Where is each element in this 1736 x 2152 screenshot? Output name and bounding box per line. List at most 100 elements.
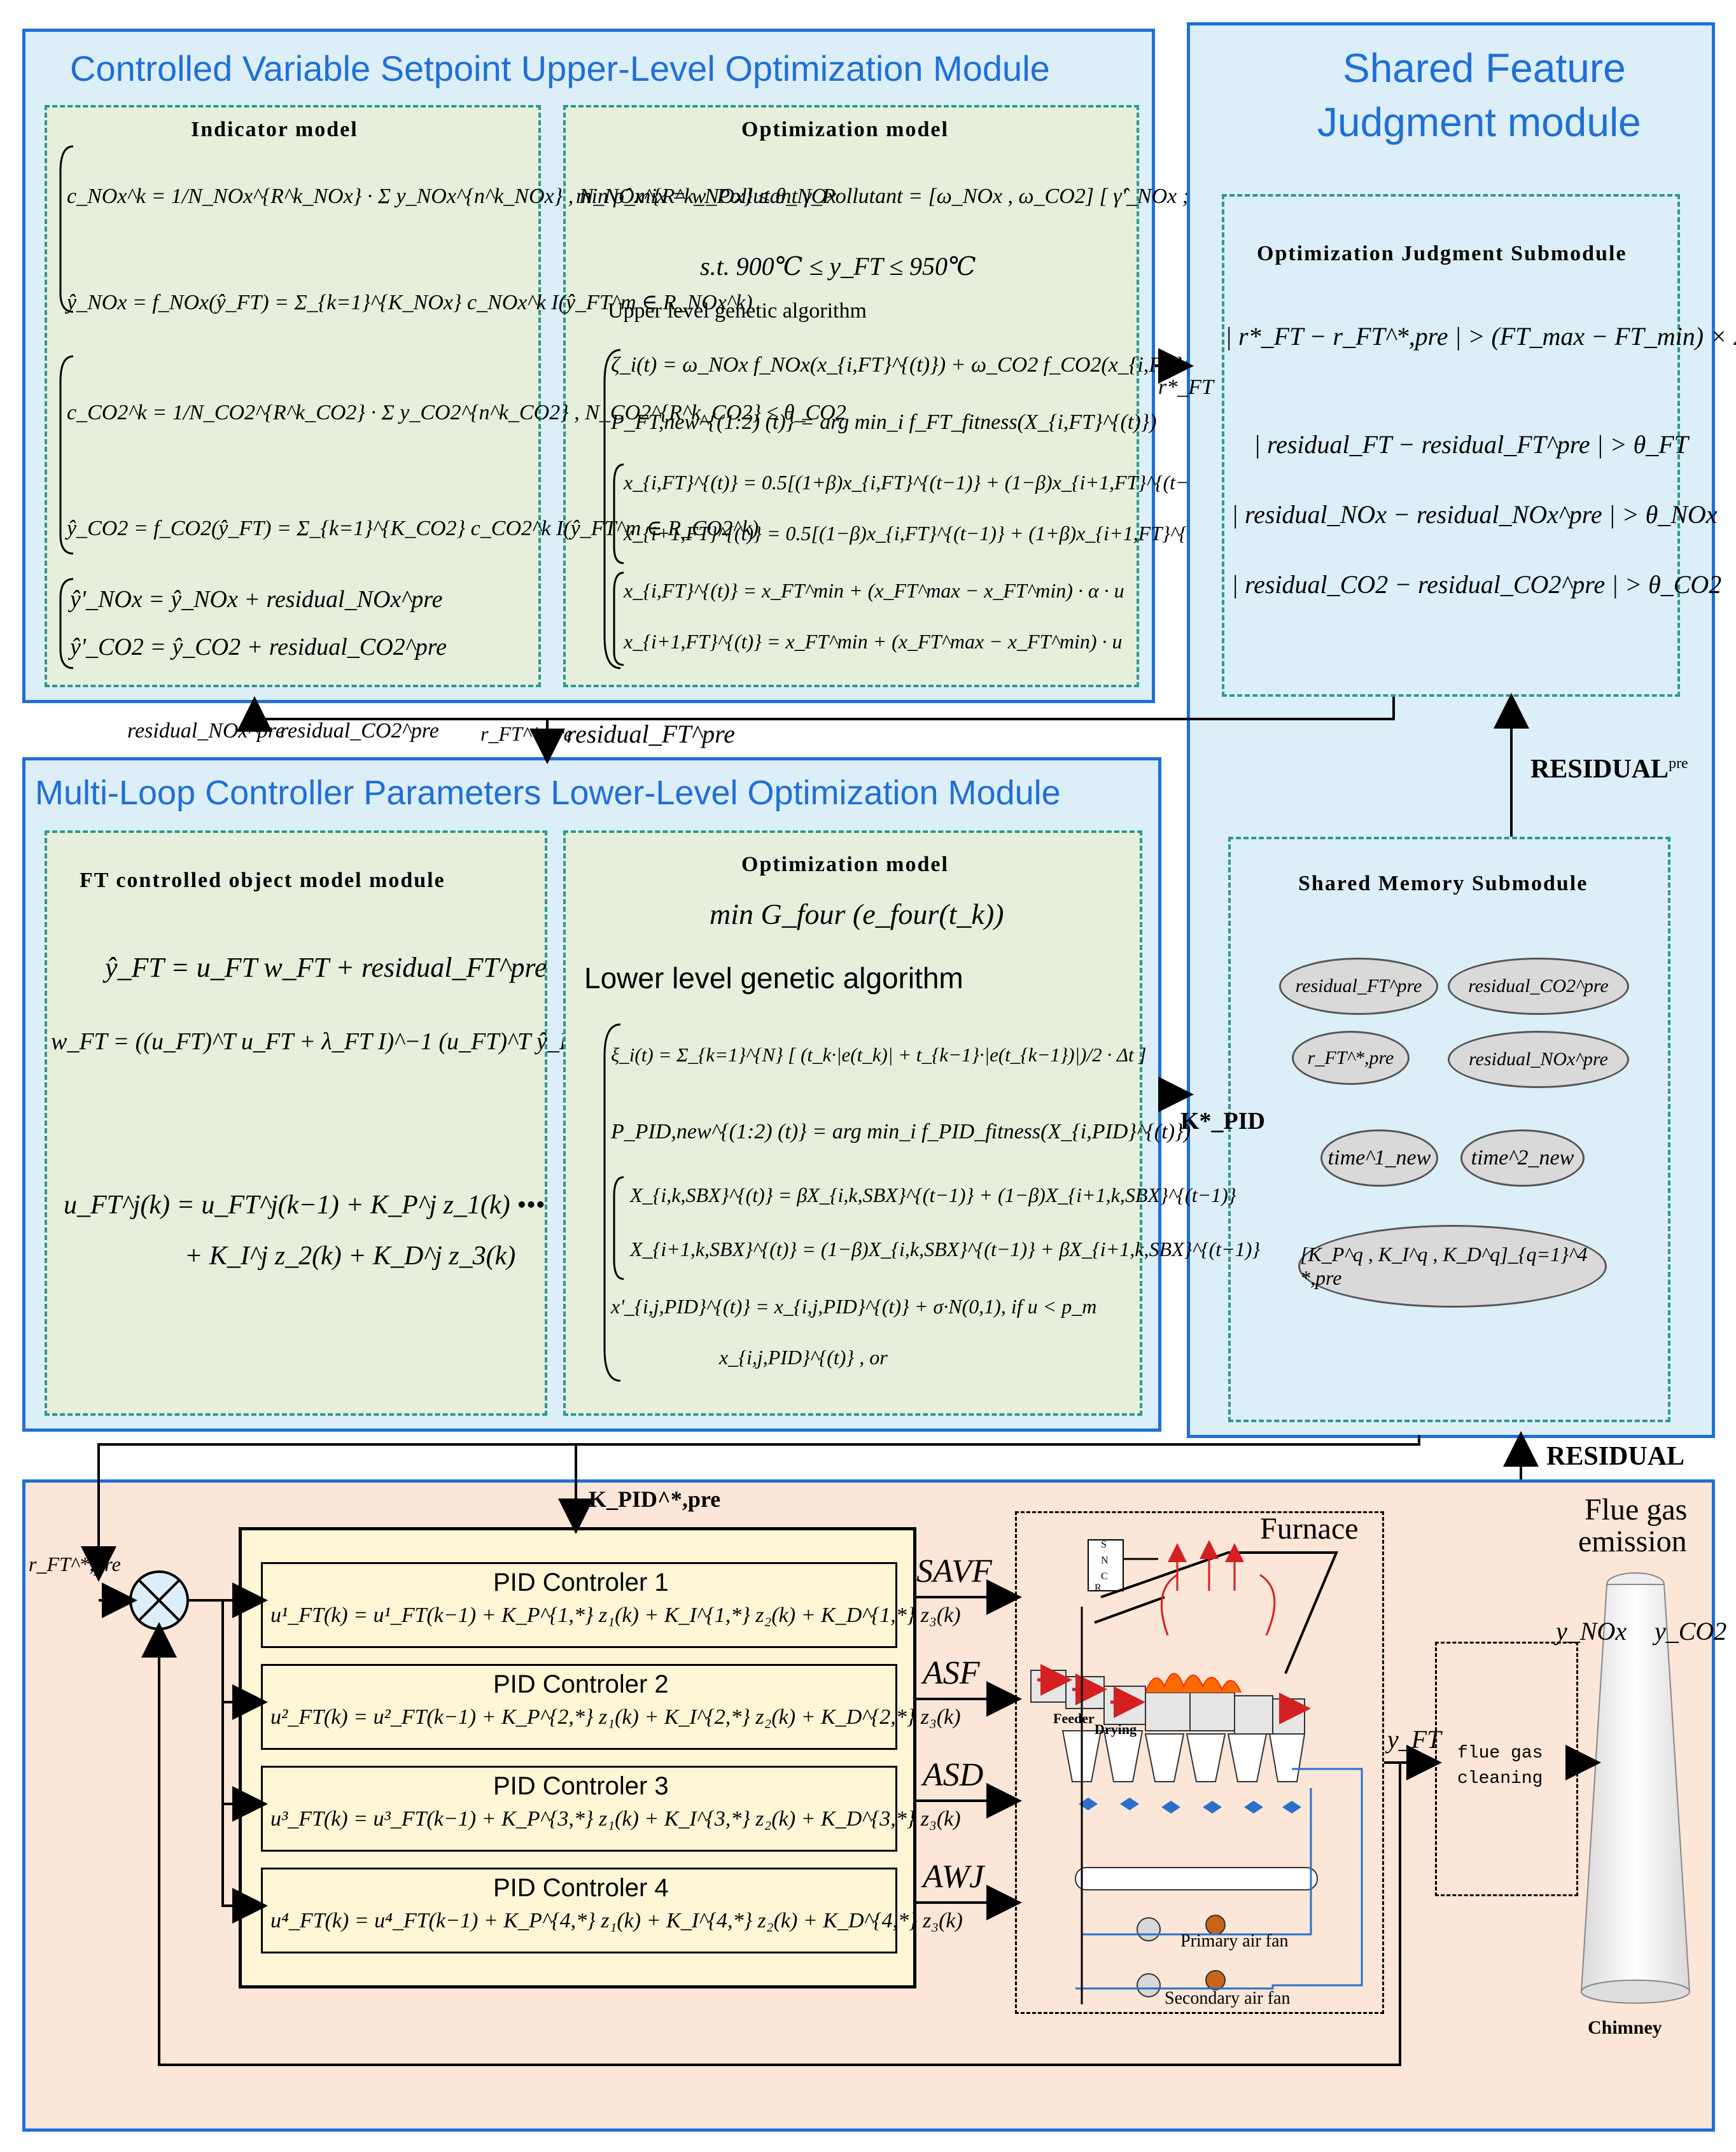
sncr-s: S [1101,1539,1107,1550]
upper-optimization-model-title: Optimization model [741,118,949,141]
shared-feature-title-line2: Judgment module [1317,99,1641,145]
optimization-judgment-box [1222,194,1680,697]
chimney-icon [1580,1572,1691,2004]
memory-time-new-1: time^1_new [1320,1129,1438,1187]
pid-controller-3-title: PID Controler 3 [493,1772,669,1800]
pid-controller-4 [261,1868,897,1953]
memory-k-pid-pre: [K_P^q , K_I^q , K_D^q]_{q=1}^4 *,pre [1298,1225,1607,1308]
signal-residual-ft-pre: residual_FT^pre [566,720,736,748]
flue-gas-emission-label-1: Flue gas [1585,1493,1688,1527]
flue-gas-emission-label-2: emission [1578,1525,1687,1558]
lower-ga-eq-mutation-2: x_{i,j,PID}^{(t)} , or [719,1346,888,1369]
lower-ga-eq-selection: P_PID,new^{(1:2) (t)} = arg min_i f_PID_… [611,1120,1191,1143]
indicator-eq-y-co2: ŷ_CO2 = f_CO2(ŷ_FT) = Σ_{k=1}^{K_CO2} c_… [67,517,759,540]
signal-savf: SAVF [916,1553,992,1590]
shared-memory-title: Shared Memory Submodule [1298,872,1588,895]
pid-controller-1 [261,1562,897,1648]
lower-ga-eq-mutation-1: x'_{i,j,PID}^{(t)} = x_{i,j,PID}^{(t)} +… [611,1295,1097,1318]
judgment-eq-setpoint: | r*_FT − r_FT^*,pre | > (FT_max − FT_mi… [1225,322,1736,351]
lower-ga-eq-sbx-2: X_{i+1,k,SBX}^{(t)} = (1−β)X_{i,k,SBX}^{… [630,1238,1261,1261]
memory-time-new-1-label: time^1_new [1327,1146,1431,1170]
secondary-air-fan-label: Secondary air fan [1165,1988,1291,2008]
signal-asf: ASF [923,1655,980,1691]
memory-r-ft-star-pre-label: r_FT^*,pre [1307,1047,1394,1068]
judgment-eq-co2: | residual_CO2 − residual_CO2^pre | > θ_… [1231,570,1722,599]
ft-eq-u-1: u_FT^j(k) = u_FT^j(k−1) + K_P^j z_1(k) •… [64,1191,545,1220]
upper-ga-eq-selection: P_FT,new^{(1:2) (t)} = arg min_i f_FT_fi… [611,410,1157,434]
pid-controller-4-title: PID Controler 4 [493,1874,669,1902]
signal-y-co2: y_CO2 [1655,1617,1727,1645]
upper-ga-eq-crossover-1: x_{i,FT}^{(t)} = 0.5[(1+β)x_{i,FT}^{(t−1… [624,471,1222,494]
indicator-eq-y-nox: ŷ_NOx = f_NOx(ŷ_FT) = Σ_{k=1}^{K_NOx} c_… [67,291,753,314]
ft-eq-u-2: + K_I^j z_2(k) + K_D^j z_3(k) [185,1241,516,1271]
memory-k-pid-pre-label: [K_P^q , K_I^q , K_D^q]_{q=1}^4 *,pre [1300,1243,1588,1289]
judgment-eq-nox: | residual_NOx − residual_NOx^pre | > θ_… [1231,500,1718,529]
upper-ga-eq-crossover-2: x_{i+1,FT}^{(t)} = 0.5[(1−β)x_{i,FT}^{(t… [624,522,1247,545]
signal-residual-pre: RESIDUALpre [1530,754,1688,785]
pid-controller-2-eq: u²_FT(k) = u²_FT(k−1) + K_P^{2,*} z₁(k) … [270,1705,961,1729]
indicator-braces [59,145,74,669]
pid-controller-2 [261,1664,897,1750]
lower-ga-eq-xi: ξ_i(t) = Σ_{k=1}^{N} [ (t_k·|e(t_k)| + t… [611,1044,1147,1066]
lower-opt-eq-objective: min G_four (e_four(t_k)) [710,898,1004,930]
pid-controller-1-title: PID Controler 1 [493,1569,669,1597]
lower-ga-eq-sbx-1: X_{i,k,SBX}^{(t)} = βX_{i,k,SBX}^{(t−1)}… [630,1184,1236,1206]
lower-level-title: Multi-Loop Controller Parameters Lower-L… [35,774,1061,812]
pid-controller-2-title: PID Controler 2 [493,1670,669,1698]
memory-residual-nox-pre-label: residual_NOx^pre [1469,1049,1608,1070]
signal-k-pid-star: K*_PID [1180,1108,1265,1135]
pid-controller-3 [261,1766,897,1852]
lower-optimization-model-box [563,830,1142,1416]
signal-y-nox: y_NOx [1556,1617,1627,1645]
memory-residual-ft-pre: residual_FT^pre [1279,958,1438,1015]
memory-residual-co2-pre-label: residual_CO2^pre [1468,975,1609,996]
pid-controller-1-eq: u¹_FT(k) = u¹_FT(k−1) + K_P^{1,*} z₁(k) … [270,1604,961,1627]
signal-k-pid-star-pre: K_PID^*,pre [589,1486,721,1512]
lower-ga-title: Lower level genetic algorithm [584,961,963,995]
signal-residual: RESIDUAL [1546,1442,1685,1471]
upper-ga-title: Upper level genetic algorithm [608,299,867,323]
upper-optimization-model-box [563,105,1139,687]
memory-time-new-2: time^2_new [1460,1129,1585,1187]
sncr-c: C [1101,1571,1108,1582]
indicator-eq-y-nox-prime: ŷ'_NOx = ŷ_NOx + residual_NOx^pre [70,586,443,613]
sncr-r: R [1095,1583,1102,1593]
indicator-eq-c-co2: c_CO2^k = 1/N_CO2^{R^k_CO2} · Σ y_CO2^{n… [67,401,846,424]
shared-feature-title-line1: Shared Feature [1343,45,1626,91]
memory-time-new-2-label: time^2_new [1471,1146,1574,1170]
shared-memory-box [1228,837,1670,1422]
flue-gas-cleaning-label-2: cleaning [1457,1769,1543,1789]
primary-air-fan-label: Primary air fan [1180,1931,1289,1951]
furnace-illustration: S N C R [1030,1539,1363,2004]
indicator-eq-y-co2-prime: ŷ'_CO2 = ŷ_CO2 + residual_CO2^pre [70,634,447,660]
signal-residual-pre-text: RESIDUAL [1530,755,1669,784]
pid-controller-4-eq: u⁴_FT(k) = u⁴_FT(k−1) + K_P^{4,*} z₁(k) … [270,1909,963,1932]
indicator-eq-c-nox: c_NOx^k = 1/N_NOx^{R^k_NOx} · Σ y_NOx^{n… [67,185,837,208]
upper-ga-eq-mutation-1: x_{i,FT}^{(t)} = x_FT^min + (x_FT^max − … [624,579,1124,602]
ft-controlled-object-box [45,830,547,1416]
lower-optimization-model-title: Optimization model [741,853,949,876]
judgment-eq-ft: | residual_FT − residual_FT^pre | > θ_FT [1254,430,1688,459]
signal-residual-co2-pre: residual_CO2^pre [280,719,439,743]
memory-r-ft-star-pre: r_FT^*,pre [1292,1031,1410,1085]
upper-ga-braces [603,349,624,669]
lower-ga-braces [603,1023,624,1382]
sncr-n: N [1101,1555,1109,1566]
signal-awj: AWJ [923,1859,984,1895]
pid-controller-3-eq: u³_FT(k) = u³_FT(k−1) + K_P^{3,*} z₁(k) … [270,1807,961,1831]
upper-level-title: Controlled Variable Setpoint Upper-Level… [70,48,1050,88]
furnace-label: Furnace [1260,1512,1359,1546]
upper-opt-eq-constraint: s.t. 900℃ ≤ y_FT ≤ 950℃ [700,252,976,281]
furnace-box [1015,1511,1384,2014]
memory-residual-ft-pre-label: residual_FT^pre [1295,975,1422,996]
optimization-judgment-title: Optimization Judgment Submodule [1257,242,1627,265]
upper-ga-eq-zeta: ζ_i(t) = ω_NOx f_NOx(x_{i,FT}^{(t)}) + ω… [611,353,1237,377]
indicator-model-box [45,105,541,687]
signal-residual-pre-sup: pre [1669,755,1688,772]
chimney-label: Chimney [1588,2017,1662,2038]
feeder-label: Feeder [1053,1710,1095,1726]
drying-label: Drying [1095,1721,1137,1737]
ft-eq-w: w_FT = ((u_FT)^T u_FT + λ_FT I)^−1 (u_FT… [51,1028,588,1055]
flue-gas-cleaning-label-1: flue gas [1457,1743,1543,1763]
